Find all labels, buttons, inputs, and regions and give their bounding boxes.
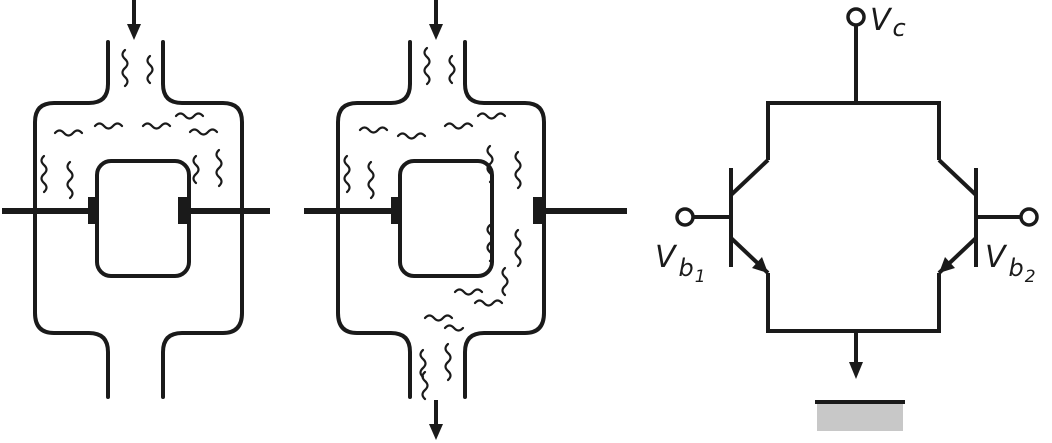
- vc-terminal: [846, 7, 866, 27]
- flow-panel-deflected: [304, 0, 627, 440]
- collector-bus: [766, 101, 941, 160]
- right-electrode-tip: [178, 197, 187, 224]
- inflow-arrow: [127, 0, 141, 40]
- left-electrode-tip: [391, 197, 400, 224]
- ground-plate: [817, 402, 903, 431]
- left-electrode-tip: [88, 197, 97, 224]
- emitter-bus: [766, 273, 941, 333]
- outflow-arrow: [429, 400, 443, 440]
- channel-outline: [336, 40, 546, 399]
- vc-label: Vc: [870, 3, 906, 42]
- center-obstacle: [398, 159, 494, 278]
- vb2-terminal: [1019, 207, 1039, 227]
- right-electrode-tip: [533, 197, 542, 224]
- left-transistor: [729, 158, 770, 275]
- flow-particles: [343, 46, 522, 401]
- flow-panel-symmetric: [2, 0, 270, 399]
- center-obstacle: [95, 159, 191, 278]
- current-sink-arrow: [849, 331, 863, 379]
- vb1-terminal: [675, 207, 695, 227]
- flow-particles: [40, 48, 223, 200]
- channel-outline: [33, 40, 244, 399]
- inflow-arrow: [429, 0, 443, 40]
- right-transistor: [937, 158, 978, 275]
